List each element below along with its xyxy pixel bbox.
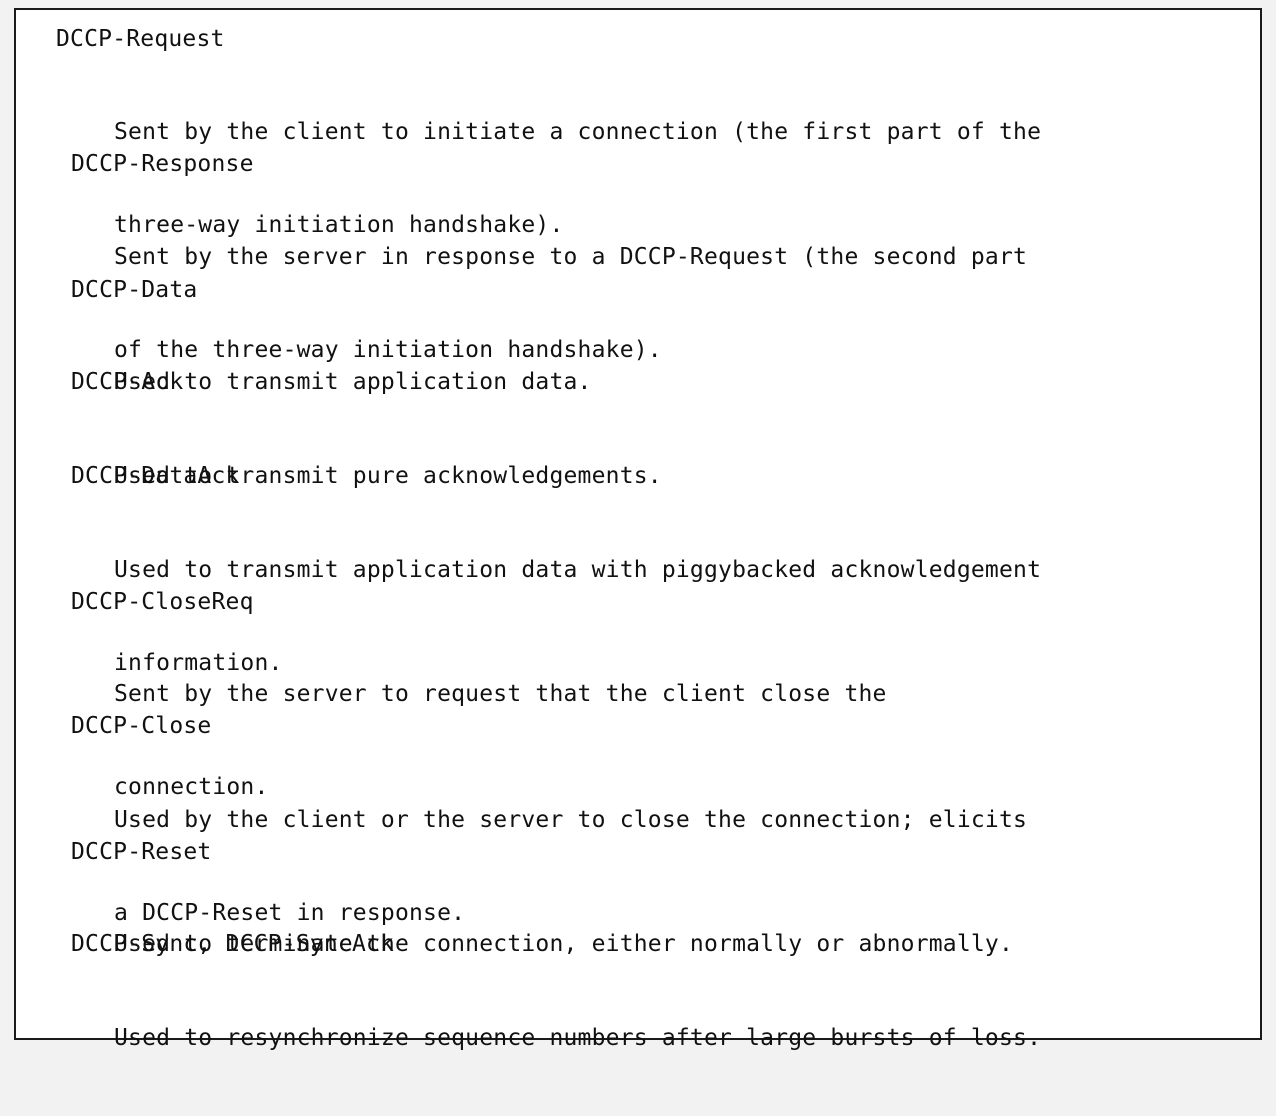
packet-type-description: Used to transmit application data with p… xyxy=(114,493,1041,741)
packet-type-description: Used to transmit application data. xyxy=(114,305,592,460)
description-line: Sent by the client to initiate a connect… xyxy=(114,119,1042,145)
packet-type-term: DCCP-DataAck xyxy=(71,463,240,489)
description-line: Sent by the server in response to a DCCP… xyxy=(114,244,1028,270)
packet-type-term: DCCP-Data xyxy=(71,277,198,303)
description-line: three-way initiation handshake). xyxy=(114,212,564,238)
packet-type-term: DCCP-Ack xyxy=(71,369,184,395)
description-line: connection. xyxy=(114,774,269,800)
packet-type-description: Used to terminate the connection, either… xyxy=(114,867,1013,1022)
packet-type-description: Sent by the server to request that the c… xyxy=(114,617,887,865)
packet-type-term: DCCP-Sync, DCCP-SyncAck xyxy=(71,931,395,957)
packet-type-term: DCCP-CloseReq xyxy=(71,589,254,615)
packet-type-description: Sent by the client to initiate a connect… xyxy=(114,55,1041,303)
description-line: of the three-way initiation handshake). xyxy=(114,337,662,363)
description-line: a DCCP-Reset in response. xyxy=(114,900,466,926)
packet-type-term: DCCP-Close xyxy=(71,713,212,739)
packet-type-description: Sent by the server in response to a DCCP… xyxy=(114,180,1027,428)
packet-type-term: DCCP-Reset xyxy=(71,839,212,865)
description-line: Used to terminate the connection, either… xyxy=(114,931,1014,957)
packet-type-description: Used to resynchronize sequence numbers a… xyxy=(114,961,1041,1116)
packet-type-description: Used by the client or the server to clos… xyxy=(114,743,1027,991)
description-line: information. xyxy=(114,650,283,676)
document-frame: DCCP-Request Sent by the client to initi… xyxy=(14,8,1262,1051)
description-line: Used to transmit application data with p… xyxy=(114,557,1042,583)
packet-type-term: DCCP-Response xyxy=(71,151,254,177)
description-line: Sent by the server to request that the c… xyxy=(114,681,887,707)
description-line: Used to resynchronize sequence numbers a… xyxy=(114,1025,1042,1051)
description-line: Used to transmit application data. xyxy=(114,369,592,395)
description-line: Used by the client or the server to clos… xyxy=(114,807,1028,833)
packet-type-term: DCCP-Request xyxy=(56,26,225,52)
packet-type-description: Used to transmit pure acknowledgements. xyxy=(114,399,662,554)
description-line: Used to transmit pure acknowledgements. xyxy=(114,463,662,489)
